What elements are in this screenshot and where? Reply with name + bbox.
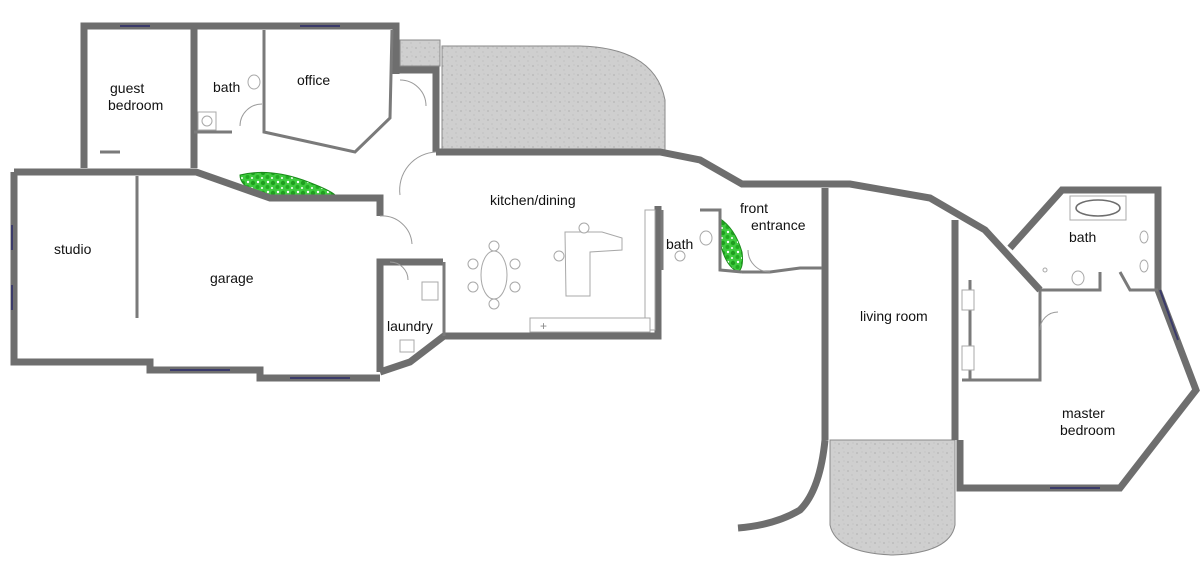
label-front-entrance-line1: front (740, 200, 768, 216)
windows (11, 25, 1179, 489)
patio-south (829, 439, 956, 556)
fixtures: + (197, 74, 1149, 371)
label-bath-master: bath (1069, 229, 1096, 245)
label-bath-upper: bath (213, 79, 240, 95)
label-office: office (297, 72, 330, 88)
label-living-room: living room (860, 308, 928, 324)
label-kitchen-dining: kitchen/dining (490, 192, 576, 208)
label-guest-bedroom-line2: bedroom (108, 97, 163, 113)
label-guest-bedroom-line1: guest (110, 80, 144, 96)
patio-entry-small (399, 39, 441, 67)
svg-text:+: + (540, 319, 547, 333)
label-studio: studio (54, 241, 92, 257)
label-laundry: laundry (387, 318, 433, 334)
label-master-bedroom-line1: master (1062, 405, 1105, 421)
label-garage: garage (210, 270, 254, 286)
patio-north (441, 45, 666, 153)
room-labels: guest bedroom bath office studio garage … (54, 72, 1115, 438)
label-front-entrance-line2: entrance (751, 217, 806, 233)
doors (239, 79, 1059, 331)
label-master-bedroom-line2: bedroom (1060, 422, 1115, 438)
planter-entry (718, 217, 743, 273)
label-bath-kitchen: bath (666, 236, 693, 252)
